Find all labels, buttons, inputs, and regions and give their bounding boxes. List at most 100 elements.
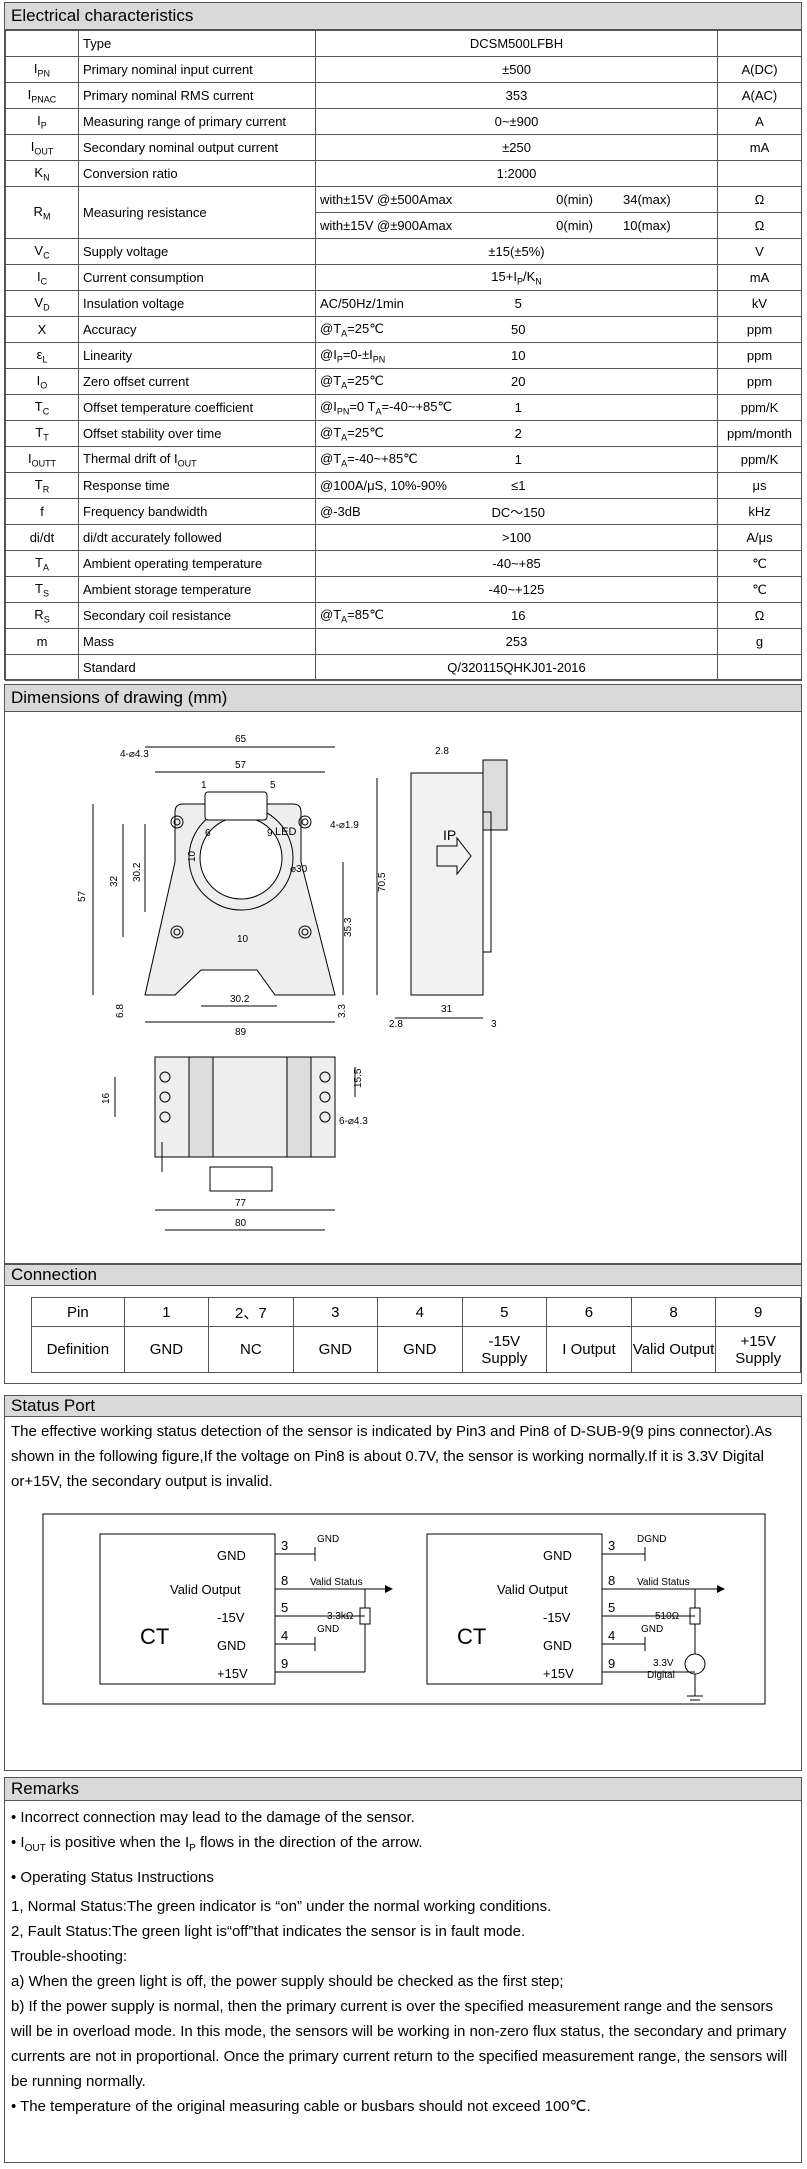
value-cell: 5	[425, 290, 719, 317]
pin-number: 1	[123, 1297, 210, 1327]
status-title: Status Port	[5, 1396, 801, 1417]
remark-item: • Incorrect connection may lead to the d…	[11, 1809, 415, 1826]
symbol-cell	[5, 654, 79, 681]
svg-text:10: 10	[237, 934, 249, 945]
symbol-cell: TS	[5, 576, 79, 603]
svg-text:10: 10	[187, 850, 198, 862]
svg-text:GND: GND	[317, 1624, 339, 1635]
svg-text:3.3V: 3.3V	[653, 1658, 674, 1669]
symbol-cell: di/dt	[5, 524, 79, 551]
svg-text:16: 16	[101, 1092, 112, 1104]
condition-cell: @TA=-40~+85℃	[315, 446, 426, 473]
status-text: The effective working status detection o…	[11, 1423, 772, 1490]
svg-text:8: 8	[608, 1573, 615, 1588]
symbol-cell: m	[5, 628, 79, 655]
unit-cell: ppm	[717, 368, 803, 395]
symbol-cell: RM	[5, 186, 79, 239]
condition-cell: @TA=25℃	[315, 316, 426, 343]
svg-text:Valid Output: Valid Output	[170, 1582, 241, 1597]
symbol-cell: TA	[5, 550, 79, 577]
symbol-cell: IC	[5, 264, 79, 291]
svg-text:3: 3	[608, 1538, 615, 1553]
remark-item: a) When the green light is off, the powe…	[11, 1973, 564, 1990]
value-cell: ≤1	[425, 472, 719, 499]
type-label: Type	[78, 30, 316, 57]
value-cell: ±250	[314, 134, 719, 161]
value-cell: 0~±900	[314, 108, 719, 135]
pin-definition: -15V Supply	[461, 1326, 548, 1373]
param-cell: Standard	[78, 654, 316, 681]
svg-text:9: 9	[281, 1656, 288, 1671]
symbol-cell: TR	[5, 472, 79, 499]
definition-label: Definition	[31, 1326, 125, 1373]
ip-arrow	[436, 836, 472, 876]
svg-text:80: 80	[235, 1218, 247, 1229]
symbol-cell: IPN	[5, 56, 79, 83]
svg-text:32: 32	[109, 875, 120, 887]
remarks-title: Remarks	[5, 1778, 801, 1801]
svg-text:89: 89	[235, 1027, 247, 1038]
value-cell: 2	[425, 420, 719, 447]
symbol-cell: εL	[5, 342, 79, 369]
svg-text:Valid Status: Valid Status	[637, 1577, 690, 1588]
status-section: Status Port The effective working status…	[4, 1395, 802, 1771]
pin-label: Pin	[31, 1297, 125, 1327]
unit-cell: A(DC)	[717, 56, 803, 83]
pin-definition: NC	[208, 1326, 294, 1373]
svg-text:30.2: 30.2	[132, 862, 143, 882]
symbol-cell: KN	[5, 160, 79, 187]
dimensions-section: Dimensions of drawing (mm)	[4, 684, 802, 1264]
param-cell: Ambient storage temperature	[78, 576, 316, 603]
param-cell: Frequency bandwidth	[78, 498, 316, 525]
svg-text:2.8: 2.8	[435, 746, 449, 757]
value-cell: ±15(±5%)	[314, 238, 719, 265]
value-cell: 16	[425, 602, 719, 629]
param-cell: Measuring resistance	[78, 186, 316, 239]
svg-text:31: 31	[441, 1004, 453, 1015]
unit-cell	[717, 654, 803, 681]
svg-text:3.3kΩ: 3.3kΩ	[327, 1611, 354, 1622]
unit-cell: mA	[717, 264, 803, 291]
condition-cell: @-3dB	[315, 498, 426, 525]
condition-cell: @100A/μS, 10%-90%	[315, 472, 447, 499]
pin-definition: Valid Output	[630, 1326, 717, 1373]
condition-cell: @IPN=0 TA=-40~+85℃	[315, 394, 452, 421]
param-cell: Supply voltage	[78, 238, 316, 265]
param-cell: di/dt accurately followed	[78, 524, 316, 551]
svg-text:+15V: +15V	[217, 1666, 248, 1681]
svg-text:CT: CT	[140, 1624, 169, 1649]
svg-text:-15V: -15V	[217, 1610, 245, 1625]
side-view-outline	[410, 772, 484, 996]
symbol-cell: IOUT	[5, 134, 79, 161]
unit-cell	[717, 160, 803, 187]
value-cell: -40~+125	[314, 576, 719, 603]
dimensions-title: Dimensions of drawing (mm)	[5, 685, 801, 712]
symbol-cell: TC	[5, 394, 79, 421]
remark-item: 2, Fault Status:The green light is“off”t…	[11, 1923, 526, 1940]
remark-item: • Operating Status Instructions	[11, 1869, 214, 1886]
unit-cell: ℃	[717, 576, 803, 603]
param-cell: Linearity	[78, 342, 316, 369]
svg-text:70.5: 70.5	[377, 872, 388, 892]
param-cell: Mass	[78, 628, 316, 655]
svg-text:510Ω: 510Ω	[655, 1611, 680, 1622]
unit-cell: ppm	[717, 316, 803, 343]
connection-section: Connection Pin 1 2、7 3 4 5 6 8 9 Definit…	[4, 1264, 802, 1384]
svg-text:3: 3	[281, 1538, 288, 1553]
symbol-cell: IO	[5, 368, 79, 395]
unit-cell: V	[717, 238, 803, 265]
remarks-section: Remarks • Incorrect connection may lead …	[4, 1777, 802, 2163]
remark-item: b) If the power supply is normal, then t…	[11, 1998, 788, 2090]
type-row: Type DCSM500LFBH	[5, 30, 803, 57]
